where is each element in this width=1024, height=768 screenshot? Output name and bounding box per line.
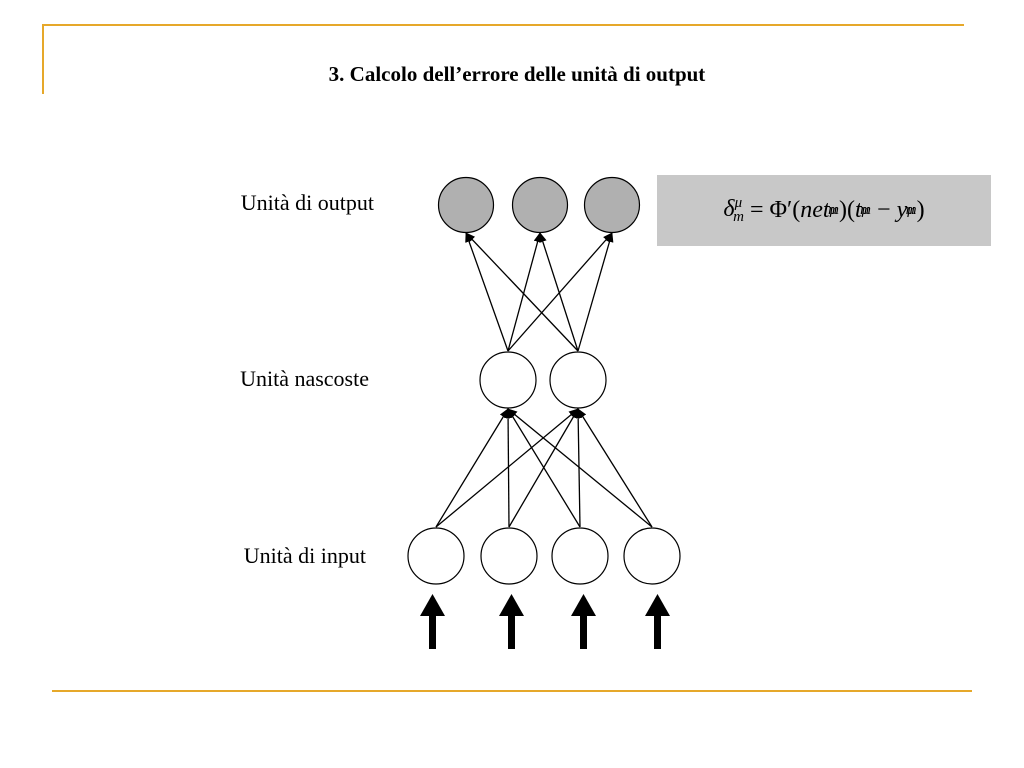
formula-minus: − <box>877 197 891 223</box>
hidden-unit <box>479 351 537 409</box>
connection-line <box>577 232 614 352</box>
input-to-hidden-connections <box>435 408 653 528</box>
formula-delta-sub: m <box>733 209 744 226</box>
formula-y-sub: m <box>905 202 917 218</box>
input-arrow-icon <box>499 594 524 649</box>
formula-delta: δμm <box>723 195 744 227</box>
output-units <box>437 176 641 234</box>
formula-net-sup: μ <box>829 202 838 218</box>
input-arrow-icon <box>571 594 596 649</box>
bottom-border-line <box>52 690 972 692</box>
formula-t-sup: μ <box>861 202 870 218</box>
top-border-line <box>42 24 964 26</box>
formula-t: t <box>854 197 862 223</box>
output-unit <box>511 176 569 234</box>
input-units <box>407 527 681 585</box>
connection-line <box>435 408 579 528</box>
output-layer-label: Unità di output <box>240 190 374 215</box>
input-arrow-icon <box>420 594 445 649</box>
connection-line <box>507 232 613 352</box>
connection-line <box>538 232 579 352</box>
input-unit <box>623 527 681 585</box>
formula-delta-sup: μ <box>734 194 743 211</box>
hidden-units <box>479 351 607 409</box>
formula-y-sup: μ <box>907 202 915 218</box>
connection-line <box>435 408 509 528</box>
input-arrow-icon <box>645 594 670 649</box>
output-unit <box>437 176 495 234</box>
slide-title: 3. Calcolo dell’errore delle unità di ou… <box>328 62 706 86</box>
output-unit <box>583 176 641 234</box>
left-border-line <box>42 24 44 94</box>
connection-line <box>465 232 509 352</box>
formula-t-sub: m <box>860 202 872 218</box>
connection-line <box>507 408 581 528</box>
formula-net: net <box>800 197 830 223</box>
connection-line <box>577 408 653 528</box>
connection-line <box>507 232 542 352</box>
hidden-layer-label: Unità nascoste <box>240 366 369 391</box>
connection-line <box>465 232 579 352</box>
connection-line <box>504 408 513 528</box>
formula-equals: = <box>749 197 764 223</box>
connection-line <box>507 408 653 528</box>
input-arrows <box>420 594 670 649</box>
formula-phi: Φ′ <box>769 197 793 223</box>
formula-y: y <box>896 197 908 223</box>
formula-delta-symbol: δ <box>723 195 735 222</box>
hidden-unit <box>549 351 607 409</box>
input-unit <box>407 527 465 585</box>
hidden-to-output-connections <box>465 232 614 352</box>
input-layer-label: Unità di input <box>243 543 366 568</box>
input-unit <box>480 527 538 585</box>
input-unit <box>551 527 609 585</box>
formula-net-sub: m <box>828 202 839 218</box>
